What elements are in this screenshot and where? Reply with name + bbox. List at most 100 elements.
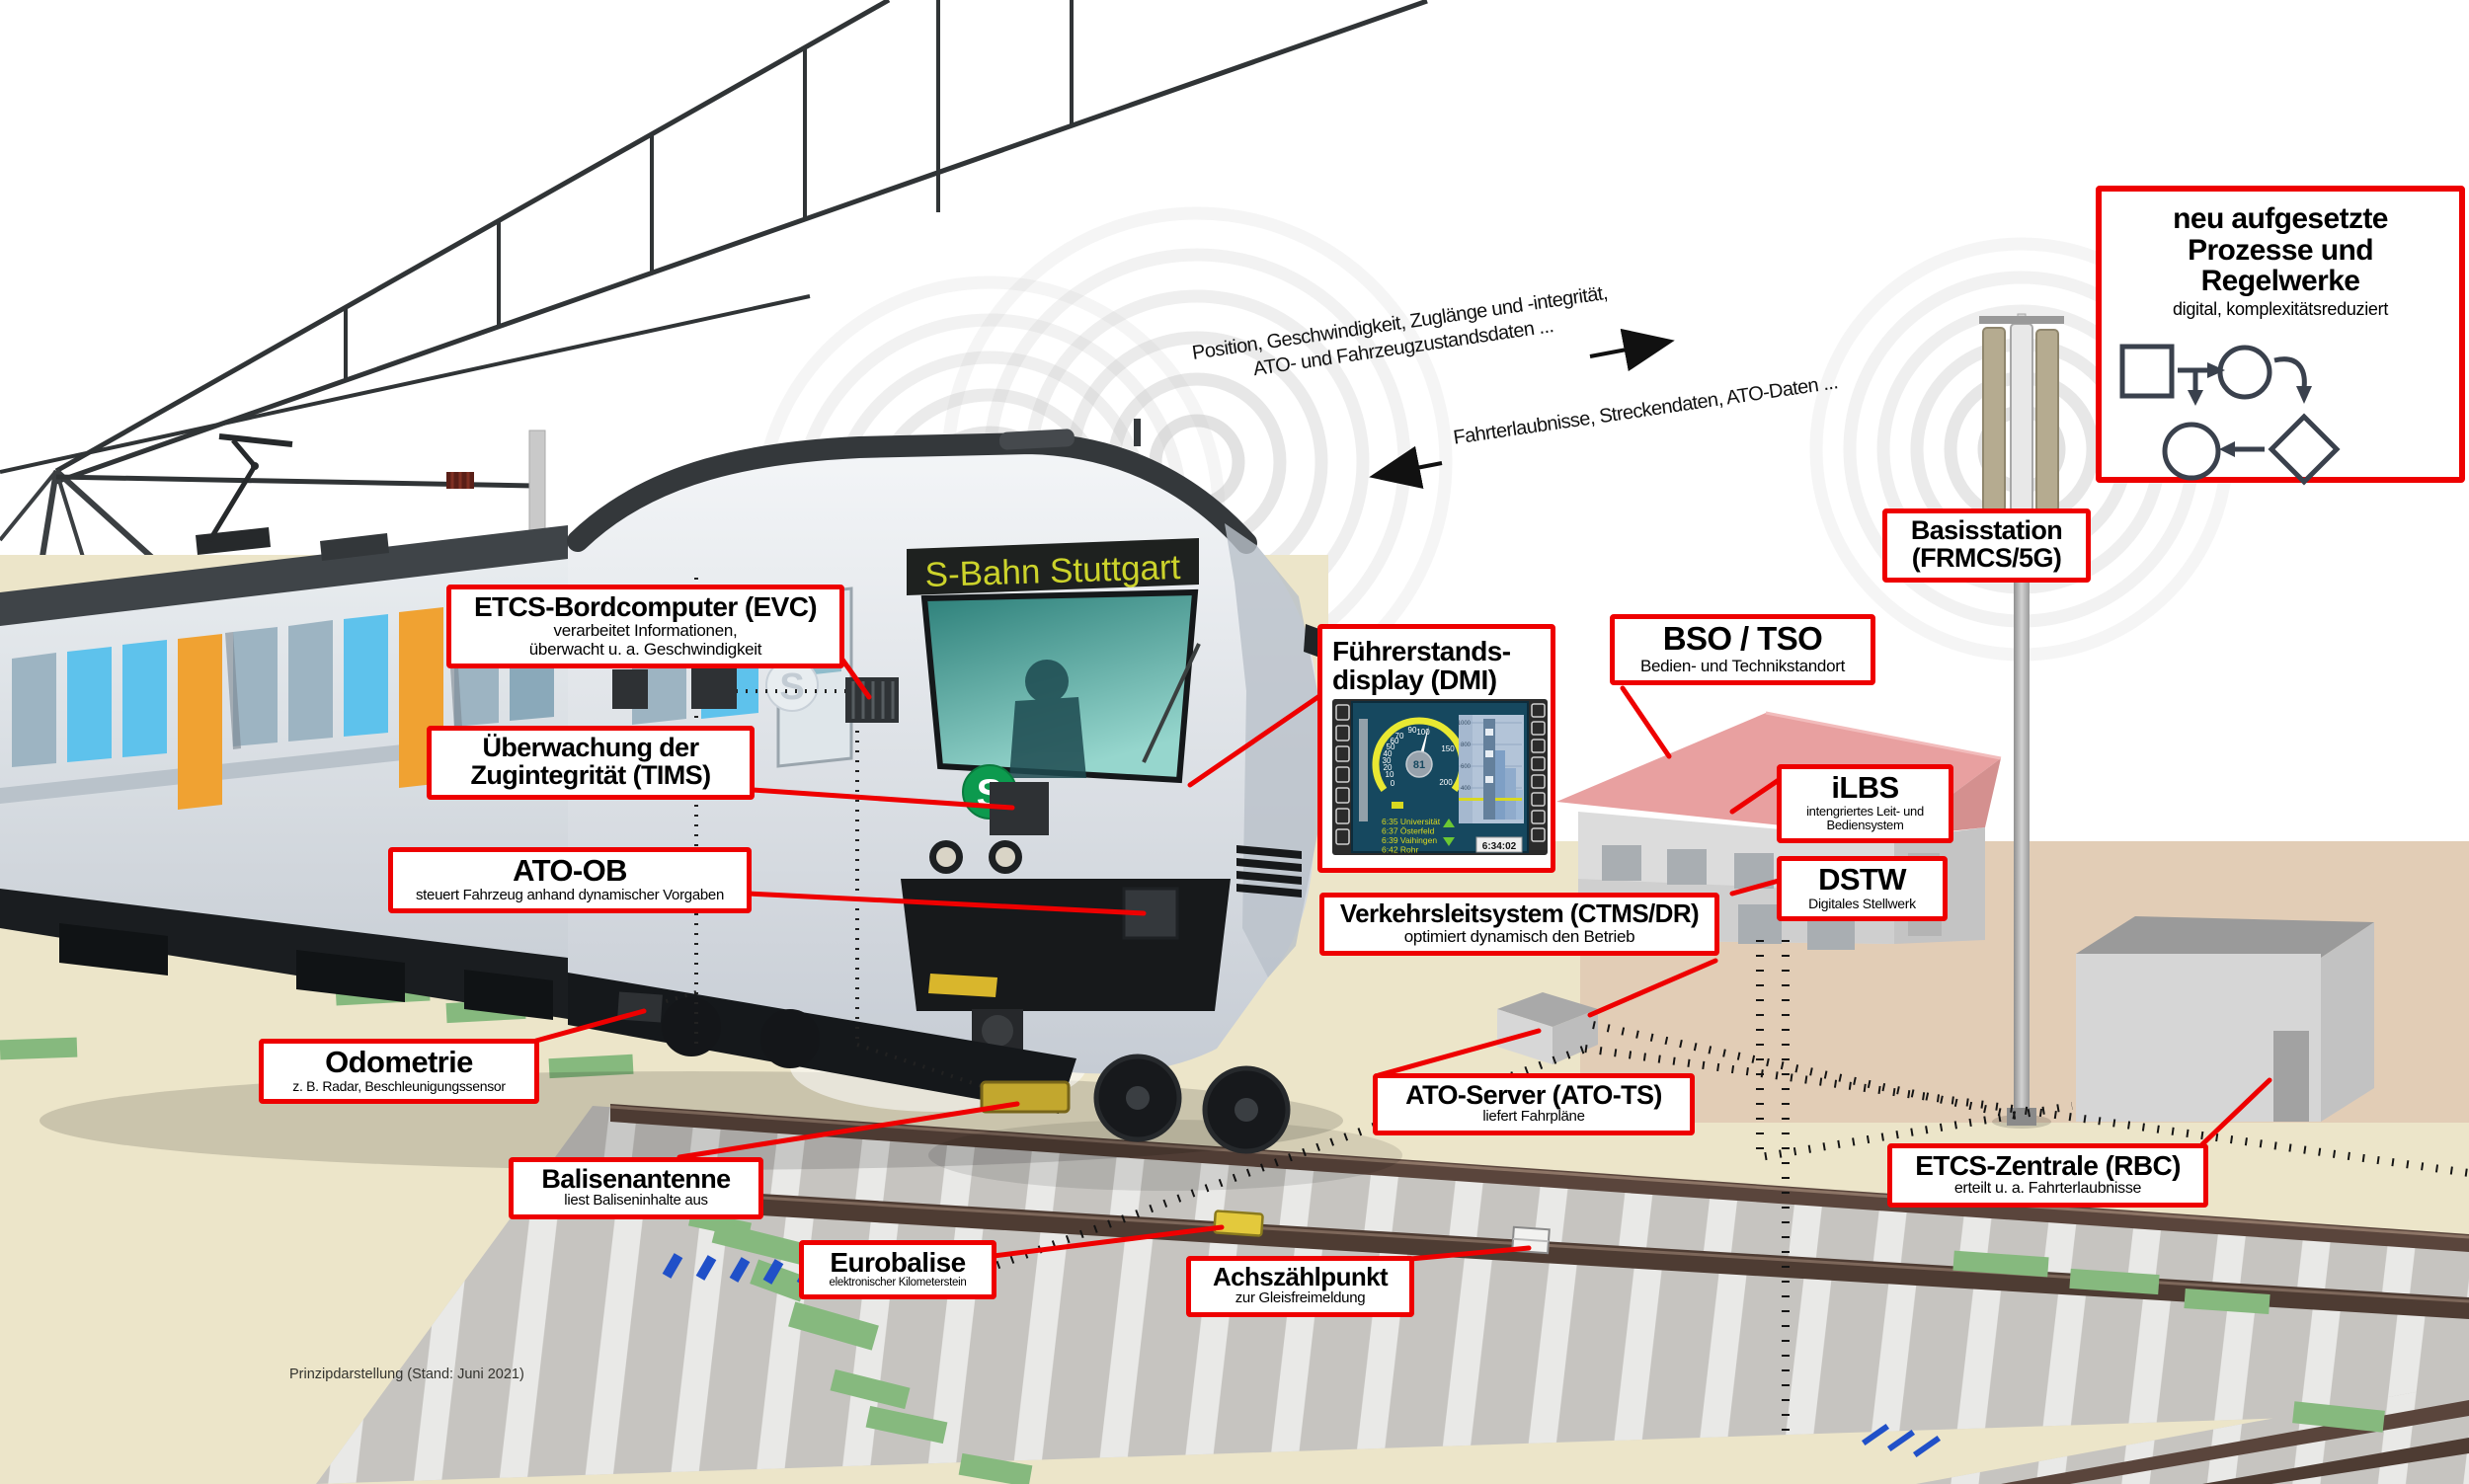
label-etcs-zentrale-title: ETCS-Zentrale (RBC) xyxy=(1915,1150,2181,1181)
eurobalise-device xyxy=(1213,1210,1264,1237)
equipment-box-2 xyxy=(691,667,737,709)
label-achszaehlpunkt-sub: zur Gleisfreimeldung xyxy=(1234,1289,1366,1307)
roof-equipment-box xyxy=(320,533,389,561)
label-basisstation-title1: Basisstation xyxy=(1910,515,2063,545)
dmi-schedule: 6:35 Universität 6:37 Österfeld 6:39 Vai… xyxy=(1382,817,1455,854)
label-evc: ETCS-Bordcomputer (EVC) verarbeitet Info… xyxy=(446,585,844,669)
diagram-caption: Prinzipdarstellung (Stand: Juni 2021) xyxy=(289,1367,524,1382)
process-flowchart-icon xyxy=(2119,344,2341,486)
label-evc-sub1: verarbeitet Informationen, xyxy=(553,621,738,641)
equipment-box-1 xyxy=(612,669,648,709)
label-ato-ob-title: ATO-OB xyxy=(513,853,627,888)
dmi-screen-graphic: 0 10 20 30 40 50 60 70 90 100 150 200 81 xyxy=(1332,698,1548,855)
dmi-dial-number: 10 xyxy=(1386,770,1394,779)
driver-silhouette xyxy=(1009,660,1086,778)
data-cables-dotted xyxy=(986,940,2469,1437)
label-tims-title1: Überwachung der xyxy=(482,733,699,762)
etcs-zentrale-building xyxy=(2076,916,2374,1122)
label-basisstation-title2: (FRMCS/5G) xyxy=(1911,543,2062,574)
dmi-schedule-line: 6:37 Österfeld xyxy=(1382,825,1435,835)
dmi-dial-number: 60 xyxy=(1391,737,1399,745)
downlink-arrow xyxy=(1369,445,1443,489)
uplink-arrow xyxy=(1589,328,1675,372)
label-ilbs-title: iLBS xyxy=(1831,770,1899,805)
scroll-down-icon xyxy=(1443,836,1455,846)
dmi-clock-text: 6:34:02 xyxy=(1482,841,1517,852)
destination-board xyxy=(907,538,1199,595)
label-odometrie-title: Odometrie xyxy=(325,1045,473,1079)
dmi-dial-number: 30 xyxy=(1383,756,1392,765)
dmi-dial-number: 50 xyxy=(1387,742,1395,751)
dmi-schedule-line: 6:39 Vaihingen xyxy=(1382,835,1437,845)
label-tims: Überwachung der Zugintegrität (TIMS) xyxy=(427,726,755,800)
label-bso-tso-sub: Bedien- und Technikstandort xyxy=(1639,656,1846,675)
dmi-dial-number: 200 xyxy=(1439,778,1453,787)
label-ato-server-sub: liefert Fahrpläne xyxy=(1482,1108,1585,1126)
dmi-dial-number: 0 xyxy=(1391,779,1395,788)
dmi-distance-label: 1000 xyxy=(1458,721,1472,727)
flowchart-circle2-icon xyxy=(2162,422,2221,481)
dmi-clock: 6:34:02 xyxy=(1475,836,1523,853)
dmi-distance-label: 800 xyxy=(1461,742,1472,748)
label-dstw: DSTW Digitales Stellwerk xyxy=(1777,856,1948,922)
label-prozesse-title3: Regelwerke xyxy=(2200,265,2360,297)
dmi-dial-number: 100 xyxy=(1416,728,1430,737)
label-etcs-zentrale-sub: erteilt u. a. Fahrterlaubnisse xyxy=(1953,1180,2142,1198)
label-dmi-title1: Führerstands- xyxy=(1332,636,1511,666)
label-ilbs: iLBS intengriertes Leit- und Bediensyste… xyxy=(1777,764,1953,843)
side-logo: S xyxy=(765,659,819,712)
side-vents xyxy=(1236,845,1302,898)
label-dmi: Führerstands- display (DMI) 0 xyxy=(1317,624,1555,873)
dmi-schedule-line: 6:35 Universität xyxy=(1382,817,1441,826)
label-etcs-zentrale: ETCS-Zentrale (RBC) erteilt u. a. Fahrte… xyxy=(1887,1143,2208,1209)
scroll-up-icon xyxy=(1443,818,1455,827)
label-prozesse-sub: digital, komplexitätsreduziert xyxy=(2172,298,2389,319)
label-ilbs-sub1: intengriertes Leit- und xyxy=(1806,803,1924,819)
label-prozesse-title1: neu aufgesetzte xyxy=(2173,202,2388,235)
dmi-distance-label: 400 xyxy=(1461,786,1472,792)
label-evc-title: ETCS-Bordcomputer (EVC) xyxy=(473,591,818,622)
label-evc-sub2: überwacht u. a. Geschwindigkeit xyxy=(528,640,762,660)
label-achszaehlpunkt: Achszählpunkt zur Gleisfreimeldung xyxy=(1186,1256,1414,1318)
label-bso-tso-title: BSO / TSO xyxy=(1662,620,1823,657)
dmi-planning-area: 1000 800 600 400 xyxy=(1458,714,1524,823)
label-eurobalise-title: Eurobalise xyxy=(830,1247,966,1278)
coupler-cover xyxy=(928,974,997,997)
wheels xyxy=(662,997,1291,1154)
headlights xyxy=(929,840,1022,874)
label-ato-server-title: ATO-Server (ATO-TS) xyxy=(1405,1080,1662,1110)
label-verkehrsleitsystem: Verkehrsleitsystem (CTMS/DR) optimiert d… xyxy=(1319,893,1719,957)
basestation-mast xyxy=(1979,313,2064,1129)
label-ato-server: ATO-Server (ATO-TS) liefert Fahrpläne xyxy=(1373,1073,1695,1136)
evc-unit xyxy=(845,677,899,723)
dmi-dial-number: 70 xyxy=(1395,732,1404,741)
label-verkehrsleitsystem-sub: optimiert dynamisch den Betrieb xyxy=(1403,927,1635,947)
label-achszaehlpunkt-title: Achszählpunkt xyxy=(1212,1262,1389,1291)
dmi-speed-dial: 0 10 20 30 40 50 60 70 90 100 150 200 81 xyxy=(1372,717,1467,809)
label-eurobalise: Eurobalise elektronischer Kilometerstein xyxy=(799,1240,996,1300)
flowchart-circle1-icon xyxy=(2217,345,2272,400)
dmi-buttons-right xyxy=(1531,703,1546,842)
dmi-speed-value: 81 xyxy=(1413,759,1425,771)
train-shadow-front xyxy=(928,1120,1402,1191)
label-basisstation: Basisstation (FRMCS/5G) xyxy=(1882,508,2091,583)
label-balisenantenne-sub: liest Baliseninhalte aus xyxy=(564,1192,708,1210)
dmi-schedule-line: 6:42 Rohr xyxy=(1382,844,1418,854)
label-dstw-sub: Digitales Stellwerk xyxy=(1808,895,1916,911)
label-balisenantenne: Balisenantenne liest Baliseninhalte aus xyxy=(509,1157,763,1220)
dmi-dial-number: 20 xyxy=(1384,763,1393,772)
antenna-array xyxy=(1979,313,2064,512)
label-bso-tso: BSO / TSO Bedien- und Technikstandort xyxy=(1610,614,1875,685)
destination-text: S-Bahn Stuttgart xyxy=(924,548,1181,594)
dmi-dial-number: 90 xyxy=(1408,726,1417,735)
pantograph xyxy=(196,433,293,555)
label-ato-ob: ATO-OB steuert Fahrzeug anhand dynamisch… xyxy=(388,847,752,914)
label-verkehrsleitsystem-title: Verkehrsleitsystem (CTMS/DR) xyxy=(1339,898,1700,928)
flowchart-diamond-icon xyxy=(2268,413,2341,486)
label-tims-title2: Zugintegrität (TIMS) xyxy=(470,760,712,791)
label-odometrie: Odometrie z. B. Radar, Beschleunigungsse… xyxy=(259,1039,539,1105)
wiper xyxy=(1142,643,1201,763)
label-prozesse-title2: Prozesse und xyxy=(2188,233,2373,267)
